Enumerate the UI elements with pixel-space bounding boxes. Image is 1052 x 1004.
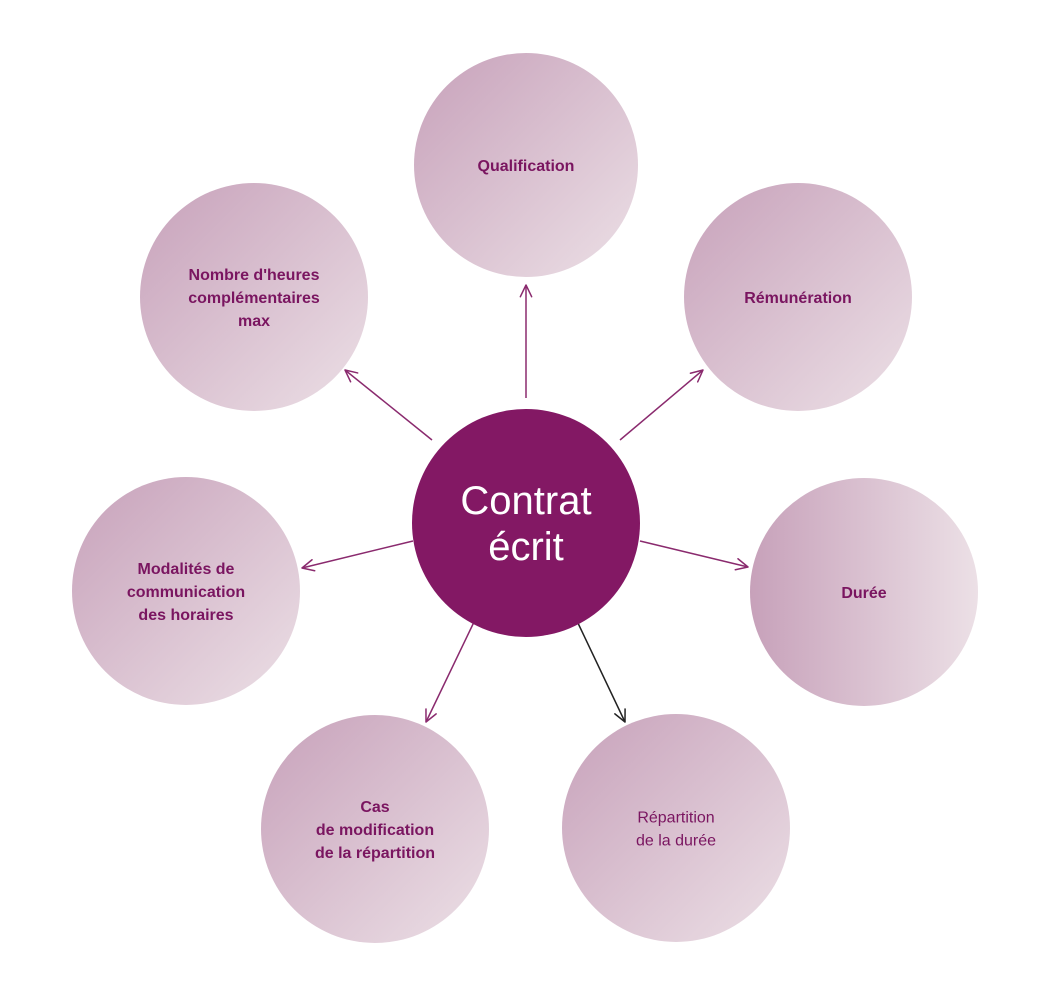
arrow-duree bbox=[639, 540, 749, 571]
node-label-line: Répartition bbox=[637, 810, 714, 827]
node-label-line: Modalités de bbox=[138, 561, 235, 578]
node-circle bbox=[72, 477, 300, 705]
node-label-line: de modification bbox=[316, 822, 434, 839]
arrow-line bbox=[344, 369, 433, 441]
arrowhead bbox=[301, 558, 316, 572]
arrows bbox=[301, 284, 749, 723]
arrowhead bbox=[519, 284, 533, 298]
arrow-line bbox=[301, 540, 414, 569]
node-label-line: complémentaires bbox=[188, 290, 320, 307]
node-circle bbox=[261, 715, 489, 943]
node-label-line: Cas bbox=[360, 799, 389, 816]
arrow-modalites-communication bbox=[301, 540, 414, 572]
node-label-line: Rémunération bbox=[744, 290, 852, 307]
arrow-repartition-duree bbox=[576, 620, 626, 723]
node-label-line: Durée bbox=[841, 585, 886, 602]
node-label-line: Qualification bbox=[478, 158, 575, 175]
arrow-line bbox=[639, 540, 749, 568]
arrowhead bbox=[689, 369, 704, 383]
arrow-line bbox=[576, 620, 626, 723]
node-duree: Durée bbox=[750, 478, 978, 706]
node-qualification: Qualification bbox=[414, 53, 638, 277]
node-label-line: max bbox=[238, 313, 270, 330]
node-label-line: de la durée bbox=[636, 833, 716, 850]
node-label-line: Nombre d'heures bbox=[189, 267, 320, 284]
node-remuneration: Rémunération bbox=[684, 183, 912, 411]
node-circle bbox=[684, 183, 912, 411]
arrow-qualification bbox=[519, 284, 533, 398]
node-repartition-duree: Répartition de la durée bbox=[562, 714, 790, 942]
node-circle bbox=[562, 714, 790, 942]
node-label-line: des horaires bbox=[138, 607, 233, 624]
arrowhead bbox=[734, 558, 749, 571]
node-nombre-heures: Nombre d'heures complémentaires max bbox=[140, 183, 368, 411]
arrowhead bbox=[614, 708, 626, 723]
node-circle bbox=[140, 183, 368, 411]
center-circle bbox=[412, 409, 640, 637]
node-modalites-communication: Modalités de communication des horaires bbox=[72, 477, 300, 705]
satellite-nodes: QualificationRémunérationDuréeRépartitio… bbox=[72, 53, 978, 943]
node-cas-modification: Cas de modification de la répartition bbox=[261, 715, 489, 943]
center-label-line: Contrat bbox=[460, 479, 591, 523]
arrow-line bbox=[425, 621, 475, 723]
arrowhead bbox=[425, 708, 437, 723]
arrow-line bbox=[619, 369, 704, 441]
node-circle bbox=[750, 478, 978, 706]
node-label-line: de la répartition bbox=[315, 845, 435, 862]
node-label-line: communication bbox=[127, 584, 245, 601]
arrow-nombre-heures bbox=[344, 369, 433, 441]
arrow-cas-modification bbox=[425, 621, 475, 723]
arrowhead bbox=[344, 369, 359, 383]
arrow-remuneration bbox=[619, 369, 704, 441]
center-label-line: écrit bbox=[488, 525, 564, 569]
node-circle bbox=[414, 53, 638, 277]
